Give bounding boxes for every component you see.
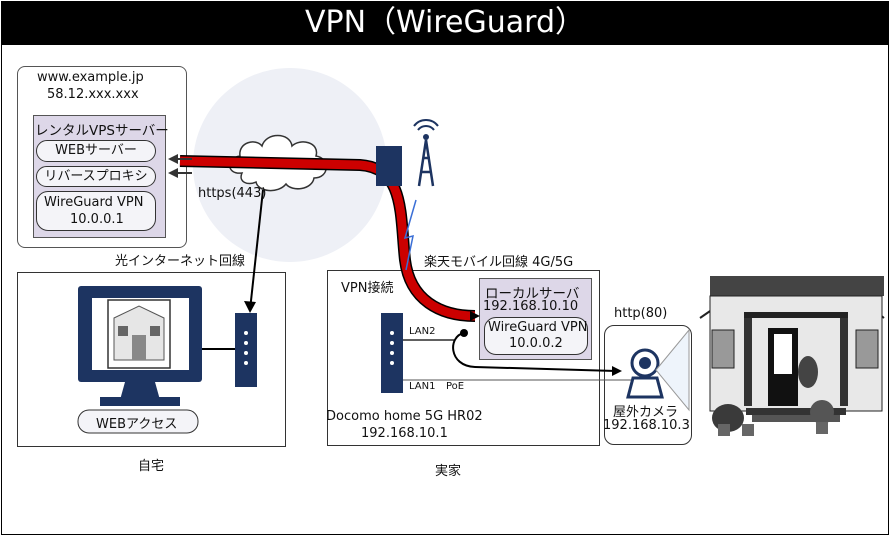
home-caption: 自宅 [138, 459, 165, 474]
vps-vpn-name: WireGuard VPN [44, 195, 144, 210]
vpn-conn-label: VPN接続 [341, 281, 394, 296]
local-server-heading: ローカルサーバ [485, 286, 580, 302]
camera-name: 屋外カメラ [613, 405, 679, 420]
monitor-icon [78, 286, 202, 406]
web-server-pill: WEBサーバー [36, 140, 156, 162]
https-label: https(443) [198, 186, 267, 201]
camera-view-cone [655, 328, 690, 412]
parents-caption: 実家 [435, 464, 462, 479]
camera-icon [626, 348, 664, 399]
fiber-link-arrow [244, 301, 256, 313]
local-vpn-pill [484, 317, 588, 355]
camera-ip: 192.168.10.3 [603, 418, 690, 433]
vps-ip: 58.12.xxx.xxx [47, 87, 139, 102]
local-vpn-ip: 10.0.0.2 [509, 336, 563, 351]
diagram-title: VPN（WireGuard） [1, 1, 889, 45]
router-ip: 192.168.10.1 [361, 426, 448, 441]
vps-vpn-ip: 10.0.0.1 [70, 212, 124, 227]
local-vpn-name: WireGuard VPN [488, 320, 588, 335]
reverse-proxy-pill: リバースプロキシ [36, 166, 156, 187]
web-access-label: WEBアクセス [96, 417, 178, 432]
lan2-label: LAN2 [409, 326, 436, 337]
lan1-label: LAN1 [409, 381, 436, 392]
vps-heading: レンタルVPSサーバー [35, 123, 169, 139]
poe-label: PoE [446, 381, 465, 392]
fiber-label: 光インターネット回線 [115, 254, 246, 269]
http-label: http(80) [614, 306, 668, 321]
house-illustration [699, 276, 885, 436]
router-name: Docomo home 5G HR02 [326, 409, 483, 424]
vps-vpn-pill [36, 191, 156, 231]
local-server-ip: 192.168.10.10 [483, 299, 579, 314]
vpn-tunnel [179, 155, 476, 322]
home5g-router-icon [381, 313, 403, 393]
camera-link [452, 332, 617, 372]
vps-domain: www.example.jp [37, 70, 144, 85]
wireless-signal [403, 199, 417, 271]
fiber-link [249, 189, 264, 311]
home-router-icon [235, 313, 257, 387]
web-access-pill [77, 409, 199, 434]
cell-tower-icon [376, 119, 439, 187]
mobile-label: 楽天モバイル回線 4G/5G [424, 255, 574, 270]
